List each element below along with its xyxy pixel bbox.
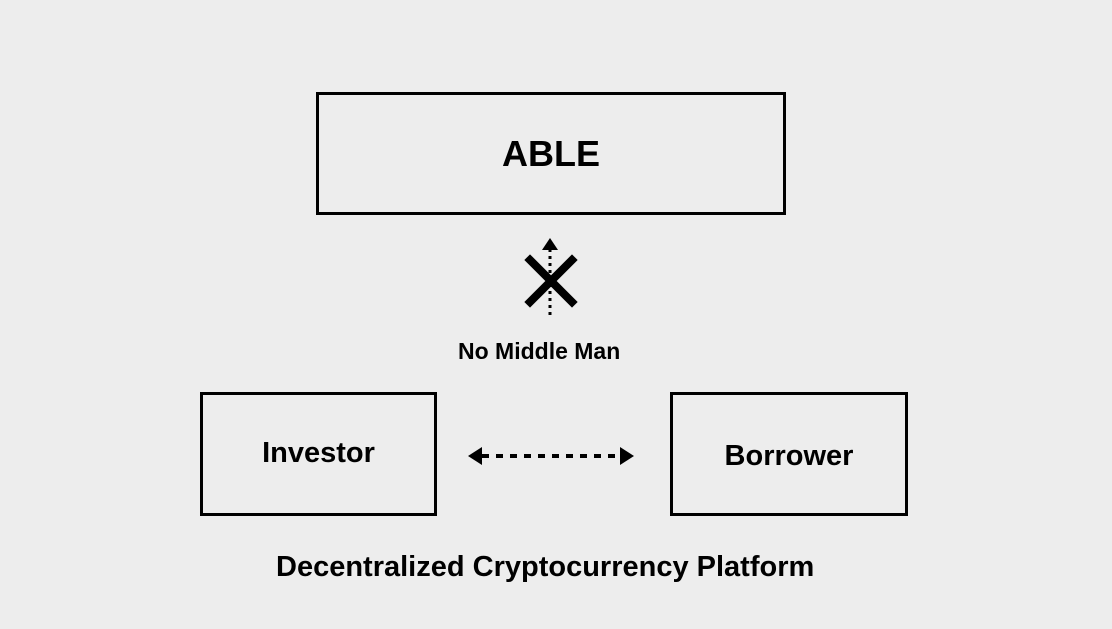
x-cross-icon <box>524 254 578 308</box>
borrower-label: Borrower <box>724 440 854 472</box>
investor-label: Investor <box>262 437 375 469</box>
no-middle-man-label: No Middle Man <box>458 338 621 364</box>
able-box: ABLE <box>316 92 786 215</box>
dotted-bidirectional-arrow-icon <box>468 447 634 465</box>
borrower-box: Borrower <box>670 392 908 516</box>
platform-caption: Decentralized Cryptocurrency Platform <box>276 551 815 583</box>
dotted-up-arrow-icon <box>542 238 558 315</box>
investor-box: Investor <box>200 392 437 516</box>
able-label: ABLE <box>502 132 600 174</box>
